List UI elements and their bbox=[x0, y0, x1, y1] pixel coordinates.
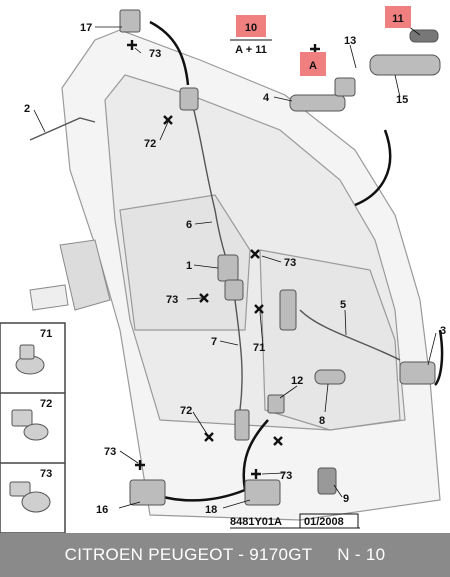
hinge-bracket bbox=[29, 239, 111, 311]
callout-numbers: 17 73 2 4 13 15 72 6 1 73 73 5 71 7 3 12… bbox=[24, 22, 446, 516]
callout-5: 5 bbox=[340, 299, 346, 311]
plus-markers bbox=[127, 40, 320, 479]
callout-18: 18 bbox=[205, 504, 217, 516]
highlight-box-10 bbox=[236, 15, 266, 37]
callout-12: 12 bbox=[291, 375, 303, 387]
inset-73: 73 bbox=[40, 468, 52, 480]
callout-7: 7 bbox=[211, 336, 217, 348]
parts-diagram: 10 A + 11 11 A 17 73 2 4 13 15 72 6 1 73… bbox=[0, 6, 446, 534]
callout-1: 1 bbox=[186, 260, 192, 272]
callout-8: 8 bbox=[319, 415, 325, 427]
label-A: A bbox=[309, 60, 317, 72]
clip-73-icon bbox=[9, 481, 51, 513]
inset-72: 72 bbox=[40, 398, 52, 410]
callout-13: 13 bbox=[344, 35, 356, 47]
callout-73: 73 bbox=[149, 48, 161, 60]
callout-72: 72 bbox=[144, 138, 156, 150]
ref-date: 01/2008 bbox=[304, 516, 344, 528]
door-panel bbox=[61, 29, 441, 521]
footer-brand: CITROEN PEUGEOT - 9170GT bbox=[64, 545, 313, 564]
callout-71: 71 bbox=[253, 342, 265, 354]
footer-bar: CITROEN PEUGEOT - 9170GT N - 10 bbox=[0, 533, 450, 577]
label-formula: A + 11 bbox=[235, 44, 267, 56]
footer-page: N - 10 bbox=[337, 545, 386, 564]
callout-73-c: 73 bbox=[284, 257, 296, 269]
callout-73-b: 73 bbox=[166, 294, 178, 306]
callout-2: 2 bbox=[24, 103, 30, 115]
footer-text: CITROEN PEUGEOT - 9170GT N - 10 bbox=[0, 533, 450, 577]
fastener-markers bbox=[163, 115, 283, 446]
callout-73-d: 73 bbox=[104, 446, 116, 458]
fastener-inset: 71 72 73 bbox=[0, 322, 66, 534]
ref-code: 8481Y01A bbox=[230, 516, 282, 528]
label-11: 11 bbox=[392, 13, 404, 25]
inset-71: 71 bbox=[40, 328, 52, 340]
callout-4: 4 bbox=[263, 92, 270, 104]
callout-9: 9 bbox=[343, 493, 349, 505]
callout-73-e: 73 bbox=[280, 470, 292, 482]
clip-71-icon bbox=[15, 344, 45, 375]
callout-16: 16 bbox=[96, 504, 108, 516]
callout-3: 3 bbox=[440, 325, 446, 337]
callout-15: 15 bbox=[396, 94, 408, 106]
lock-mechanisms bbox=[119, 9, 441, 506]
highlight-box-A bbox=[300, 52, 326, 76]
callout-6: 6 bbox=[186, 219, 192, 231]
clip-72-icon bbox=[11, 409, 49, 441]
callout-72-b: 72 bbox=[180, 405, 192, 417]
highlight-box-11 bbox=[385, 6, 411, 28]
label-10: 10 bbox=[245, 22, 257, 34]
cable-runs bbox=[29, 94, 401, 411]
callout-17: 17 bbox=[80, 22, 92, 34]
